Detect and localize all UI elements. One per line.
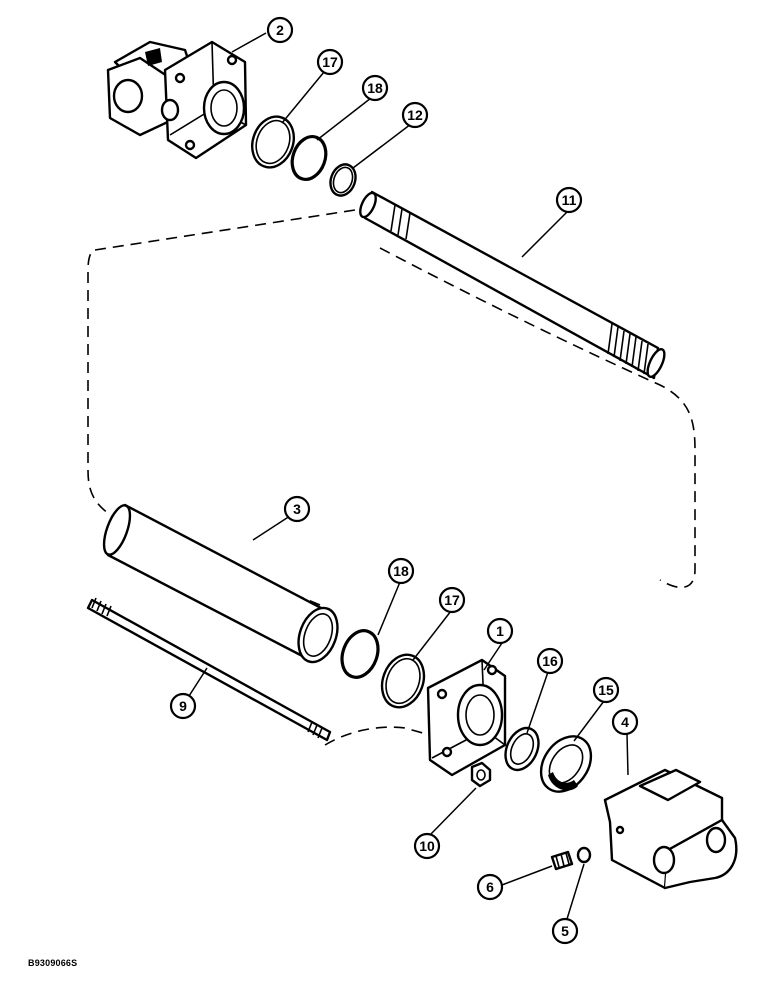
part-17-backup-ring-lower <box>380 653 426 709</box>
svg-text:17: 17 <box>322 54 338 70</box>
svg-text:17: 17 <box>444 592 460 608</box>
svg-text:6: 6 <box>486 879 494 895</box>
part-4-clevis <box>603 768 738 890</box>
callout-4: 4 <box>611 708 639 736</box>
svg-text:3: 3 <box>293 501 301 517</box>
callout-6: 6 <box>476 873 504 901</box>
callout-15: 15 <box>592 676 620 704</box>
figure-reference-code: B9309066S <box>28 958 78 968</box>
part-2-rod-end-cap <box>106 40 248 160</box>
part-18-o-ring-upper <box>290 135 328 181</box>
svg-text:12: 12 <box>407 107 423 123</box>
callout-3: 3 <box>283 495 311 523</box>
svg-text:16: 16 <box>542 653 558 669</box>
callout-10: 10 <box>413 832 441 860</box>
svg-text:5: 5 <box>561 923 569 939</box>
callout-16: 16 <box>536 647 564 675</box>
callout-18-upper: 18 <box>361 74 389 102</box>
callout-18-lower: 18 <box>387 557 415 585</box>
part-9-tie-rod <box>86 597 332 742</box>
svg-text:4: 4 <box>621 714 629 730</box>
assembly-dashed-outline <box>87 209 696 746</box>
part-12-seal <box>329 163 357 197</box>
callout-5: 5 <box>551 917 579 945</box>
svg-text:9: 9 <box>179 698 187 714</box>
callout-2: 2 <box>266 16 294 44</box>
part-10-nut <box>470 761 492 788</box>
leader-lines <box>188 32 629 920</box>
svg-text:18: 18 <box>393 563 409 579</box>
part-15-rod-seal <box>539 735 593 793</box>
part-1-gland <box>426 658 507 777</box>
svg-text:2: 2 <box>276 22 284 38</box>
part-6-set-screw <box>550 850 574 871</box>
part-16-wiper <box>504 726 540 772</box>
callout-17-upper: 17 <box>316 48 344 76</box>
part-17-backup-ring-upper <box>251 115 295 169</box>
part-3-cylinder-tube <box>102 503 339 664</box>
callout-11: 11 <box>555 186 583 214</box>
svg-text:1: 1 <box>496 623 504 639</box>
svg-text:15: 15 <box>598 682 614 698</box>
svg-text:18: 18 <box>367 80 383 96</box>
callout-9: 9 <box>169 692 197 720</box>
callout-1: 1 <box>486 617 514 645</box>
callout-17-lower: 17 <box>438 586 466 614</box>
part-11-piston-rod <box>359 190 666 380</box>
svg-text:11: 11 <box>562 192 577 208</box>
part-18-o-ring-lower <box>340 629 380 679</box>
callout-12: 12 <box>401 101 429 129</box>
svg-text:10: 10 <box>419 838 435 854</box>
part-5-plug <box>576 846 592 864</box>
